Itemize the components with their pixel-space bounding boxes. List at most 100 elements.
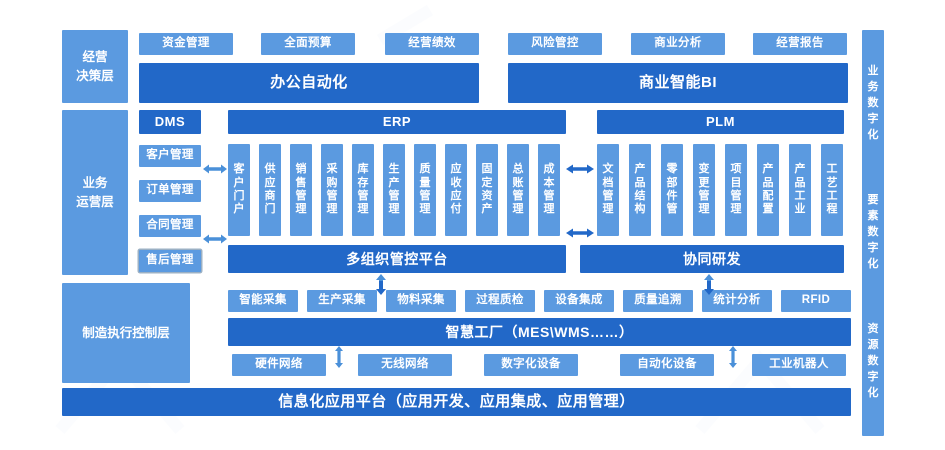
system-bar-erp[interactable]: ERP <box>228 110 566 134</box>
decision-app-baogao[interactable]: 经营报告 <box>753 33 847 55</box>
layer-label-decision-line2: 决策层 <box>76 68 114 83</box>
execution-module-zhijian[interactable]: 过程质检 <box>465 290 535 312</box>
decision-app-yusuan[interactable]: 全面预算 <box>261 33 355 55</box>
plm-module-char: 目 <box>730 176 742 189</box>
plm-module-char: 管 <box>666 203 678 216</box>
layer-label-operation-line2: 运营层 <box>76 194 114 209</box>
infrastructure-hardware-network[interactable]: 硬件网络 <box>232 354 326 376</box>
erp-module-7[interactable]: 质 量 管 理 <box>414 144 436 236</box>
erp-module-char: 管 <box>543 190 555 202</box>
erp-module-6[interactable]: 生 产 管 理 <box>383 144 405 236</box>
footer-platform-bar[interactable]: 信息化应用平台（应用开发、应用集成、应用管理） <box>62 388 851 416</box>
decision-app-label: 经营绩效 <box>408 37 456 50</box>
plm-module-8[interactable]: 工 艺 工 程 <box>821 144 843 236</box>
execution-module-tongji[interactable]: 统计分析 <box>702 290 772 312</box>
execution-module-label: 过程质检 <box>476 294 524 307</box>
erp-module-2[interactable]: 供 应 商 门 <box>259 144 281 236</box>
plm-module-6[interactable]: 产 品 配 置 <box>757 144 779 236</box>
infrastructure-digital-equipment[interactable]: 数字化设备 <box>484 354 578 376</box>
decision-app-zijin[interactable]: 资金管理 <box>139 33 233 55</box>
rail-char: 业 <box>867 65 879 78</box>
arrow-dms-erp-lower <box>203 233 227 245</box>
erp-module-char: 理 <box>543 203 555 216</box>
erp-module-9[interactable]: 固 定 资 产 <box>476 144 498 236</box>
erp-module-char: 理 <box>326 203 338 216</box>
infrastructure-label: 工业机器人 <box>769 358 829 371</box>
rail-char: 数 <box>867 97 879 110</box>
plm-module-char: 程 <box>826 203 838 216</box>
dms-module-shouhou[interactable]: 售后管理 <box>139 250 201 272</box>
execution-module-label: RFID <box>801 294 831 307</box>
infrastructure-label: 数字化设备 <box>501 358 561 371</box>
decision-app-shangye[interactable]: 商业分析 <box>631 33 725 55</box>
operation-platform-collab[interactable]: 协同研发 <box>580 245 844 273</box>
plm-module-char: 产 <box>762 163 774 176</box>
dms-module-dingdan[interactable]: 订单管理 <box>139 180 201 202</box>
system-bar-label: ERP <box>382 113 412 129</box>
layer-label-decision-line1: 经营 <box>82 49 108 64</box>
execution-module-zhineng[interactable]: 智能采集 <box>228 290 298 312</box>
execution-platform-smartfactory[interactable]: 智慧工厂（MES\WMS……） <box>228 318 851 346</box>
infrastructure-wireless-network[interactable]: 无线网络 <box>358 354 452 376</box>
decision-platform-bi[interactable]: 商业智能BI <box>508 63 848 103</box>
plm-module-char: 工 <box>826 163 838 176</box>
plm-module-char: 艺 <box>826 176 838 189</box>
dms-module-kehu[interactable]: 客户管理 <box>139 145 201 167</box>
dms-module-label: 订单管理 <box>146 184 194 197</box>
erp-module-char: 生 <box>388 163 400 176</box>
plm-module-2[interactable]: 产 品 结 构 <box>629 144 651 236</box>
infrastructure-label: 自动化设备 <box>637 358 697 371</box>
decision-platform-oa[interactable]: 办公自动化 <box>139 63 479 103</box>
operation-platform-label: 多组织管控平台 <box>346 250 448 267</box>
erp-module-char: 产 <box>388 176 400 189</box>
erp-module-8[interactable]: 应 收 应 付 <box>445 144 467 236</box>
execution-module-wuliao[interactable]: 物料采集 <box>386 290 456 312</box>
erp-module-char: 应 <box>450 163 462 176</box>
rail-char: 素 <box>867 210 879 223</box>
decision-platform-label: 办公自动化 <box>270 74 348 92</box>
erp-module-5[interactable]: 库 存 管 理 <box>352 144 374 236</box>
rail-char: 资 <box>867 322 879 335</box>
dms-module-label: 合同管理 <box>146 219 194 232</box>
dms-module-hetong[interactable]: 合同管理 <box>139 215 201 237</box>
erp-module-3[interactable]: 销 售 管 理 <box>290 144 312 236</box>
plm-module-1[interactable]: 文 档 管 理 <box>597 144 619 236</box>
arrow-vertical-infra-right <box>727 346 739 368</box>
execution-module-rfid[interactable]: RFID <box>781 290 851 312</box>
infrastructure-industrial-robot[interactable]: 工业机器人 <box>752 354 846 376</box>
execution-module-shebei[interactable]: 设备集成 <box>544 290 614 312</box>
decision-app-label: 风险管控 <box>531 37 579 50</box>
system-bar-label: PLM <box>706 113 735 129</box>
system-bar-plm[interactable]: PLM <box>597 110 844 134</box>
erp-module-char: 应 <box>450 190 462 202</box>
infrastructure-automation-equipment[interactable]: 自动化设备 <box>620 354 714 376</box>
erp-module-1[interactable]: 客 户 门 户 <box>228 144 250 236</box>
layer-label-execution-text: 制造执行控制层 <box>82 325 170 340</box>
arrow-dms-erp-upper <box>203 163 227 175</box>
decision-app-jixiao[interactable]: 经营绩效 <box>385 33 479 55</box>
operation-platform-label: 协同研发 <box>683 250 741 267</box>
decision-app-fengxian[interactable]: 风险管控 <box>508 33 602 55</box>
plm-module-5[interactable]: 项 目 管 理 <box>725 144 747 236</box>
plm-module-3[interactable]: 零 部 件 管 <box>661 144 683 236</box>
system-bar-dms[interactable]: DMS <box>139 110 201 134</box>
infrastructure-label: 硬件网络 <box>255 358 303 371</box>
execution-module-label: 物料采集 <box>397 294 445 307</box>
erp-module-char: 付 <box>450 203 462 216</box>
erp-module-4[interactable]: 采 购 管 理 <box>321 144 343 236</box>
decision-app-label: 全面预算 <box>284 37 332 50</box>
plm-module-char: 项 <box>730 163 742 176</box>
plm-module-char: 业 <box>794 203 806 216</box>
plm-module-char: 管 <box>698 190 710 202</box>
erp-module-char: 门 <box>233 190 245 202</box>
operation-platform-multiorg[interactable]: 多组织管控平台 <box>228 245 566 273</box>
plm-module-4[interactable]: 变 更 管 理 <box>693 144 715 236</box>
execution-module-shengchan[interactable]: 生产采集 <box>307 290 377 312</box>
rail-char: 源 <box>867 338 879 351</box>
plm-module-char: 结 <box>634 190 646 202</box>
erp-module-10[interactable]: 总 账 管 理 <box>507 144 529 236</box>
execution-module-zhuisu[interactable]: 质量追溯 <box>623 290 693 312</box>
erp-module-11[interactable]: 成 本 管 理 <box>538 144 560 236</box>
erp-module-char: 采 <box>326 163 338 176</box>
plm-module-7[interactable]: 产 品 工 业 <box>789 144 811 236</box>
